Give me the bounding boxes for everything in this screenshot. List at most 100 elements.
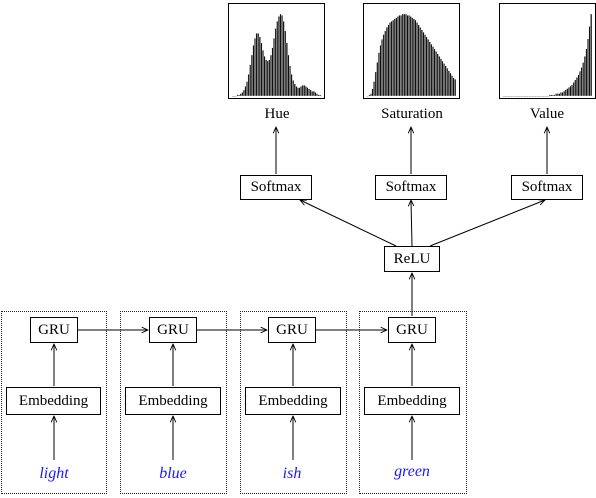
hist-value-bar-24 (539, 95, 542, 97)
hist-value-bar-16 (526, 95, 529, 97)
relu-node: ReLU (384, 246, 440, 272)
hist-hue-bar-19 (260, 42, 263, 97)
hist-saturation-bar-14 (387, 24, 390, 97)
hist-saturation-bar-6 (374, 71, 377, 97)
input-word-3: ish (282, 465, 302, 482)
hist-saturation-bar-48 (441, 60, 444, 97)
hist-saturation-bar-35 (420, 29, 423, 97)
hist-hue-bar-51 (311, 91, 314, 97)
hist-hue-bar-28 (274, 28, 277, 97)
hist-value-bar-9 (515, 95, 518, 97)
hist-hue-bar-2 (233, 95, 236, 97)
hist-value-bar-1 (502, 95, 505, 97)
hist-value-bar-14 (523, 95, 526, 97)
hist-value-bar-36 (558, 93, 561, 97)
hist-saturation-bar-23 (401, 13, 404, 97)
hist-saturation-bar-5 (373, 81, 376, 97)
hist-value-bar-15 (525, 95, 528, 97)
token-group-4 (359, 311, 467, 494)
hist-hue-bar-32 (281, 15, 284, 97)
hist-hue-bar-36 (287, 54, 290, 97)
hist-saturation-bar-55 (452, 77, 455, 97)
hist-saturation-bar-31 (414, 19, 417, 97)
hist-saturation-bar-44 (435, 51, 438, 97)
hist-saturation-bar-49 (443, 63, 446, 97)
hist-hue-bar-35 (285, 42, 288, 97)
softmax-node-hue: Softmax (240, 175, 312, 200)
hist-saturation-bar-38 (425, 36, 428, 97)
gru-node-2: GRU (149, 317, 197, 343)
hist-saturation-bar-20 (397, 16, 399, 97)
input-word-4: green (394, 463, 430, 480)
hist-hue-bar-25 (269, 54, 272, 97)
hist-saturation-bar-29 (411, 17, 414, 97)
hist-saturation-bar-25 (404, 13, 407, 97)
hist-saturation-bar-1 (366, 95, 369, 97)
hist-hue-bar-15 (254, 37, 257, 97)
hist-hue-bar-24 (268, 59, 271, 97)
hist-saturation-bar-7 (376, 62, 379, 97)
hist-value-bar-41 (566, 88, 569, 97)
hist-saturation-bar-26 (406, 15, 409, 97)
arrow-14 (411, 200, 412, 247)
hist-hue-bar-41 (295, 86, 298, 97)
histogram-hue (228, 3, 325, 99)
hist-hue-bar-39 (292, 80, 295, 97)
hist-value-bar-17 (528, 95, 531, 97)
hist-value-bar-52 (583, 56, 586, 97)
hist-saturation-bar-50 (444, 65, 447, 97)
hist-value-bar-22 (536, 95, 539, 97)
hist-value-bar-26 (542, 95, 545, 97)
hist-hue-bar-5 (238, 94, 241, 97)
softmax-node-saturation: Softmax (375, 175, 447, 200)
hist-saturation-bar-13 (385, 27, 388, 97)
hist-value-bar-21 (534, 95, 537, 97)
arrow-15 (429, 200, 545, 247)
hist-value-bar-31 (550, 94, 553, 97)
hist-value-bar-6 (510, 95, 513, 97)
hist-value-bar-12 (520, 95, 523, 97)
hist-saturation-bar-27 (408, 15, 411, 97)
hist-hue-bar-8 (242, 89, 245, 97)
hist-value-bar-20 (533, 95, 535, 97)
hist-saturation-bar-3 (370, 93, 372, 97)
hist-value-bar-19 (531, 95, 534, 97)
hist-saturation-bar-53 (449, 72, 452, 97)
hist-value-bar-34 (555, 93, 558, 97)
embedding-node-2: Embedding (125, 387, 221, 415)
gru-node-1: GRU (30, 317, 78, 343)
token-group-2 (120, 311, 227, 494)
hist-hue-bar-46 (303, 84, 306, 97)
hist-hue-bar-38 (290, 74, 293, 97)
hist-hue-bar-22 (265, 59, 268, 97)
hist-value-bar-38 (561, 92, 564, 97)
hist-value-bar-18 (529, 95, 532, 97)
hist-value-bar-40 (564, 89, 567, 97)
hist-saturation-bar-41 (430, 43, 433, 97)
hist-saturation-bar-37 (424, 34, 426, 97)
gru-node-3: GRU (268, 317, 316, 343)
input-word-2: blue (159, 465, 187, 482)
hist-value-bar-55 (588, 26, 591, 97)
arrow-13 (300, 200, 397, 247)
hist-saturation-bar-28 (409, 16, 412, 97)
hist-hue-bar-23 (266, 60, 269, 97)
hist-hue-bar-34 (284, 30, 287, 97)
hist-saturation-bar-18 (393, 18, 396, 97)
hist-value-bar-53 (585, 48, 588, 97)
hist-hue-bar-48 (306, 87, 309, 97)
hist-value-bar-39 (563, 90, 566, 97)
hist-value-bar-44 (571, 84, 574, 97)
hist-hue-bar-27 (273, 37, 276, 97)
hist-value-bar-8 (513, 95, 516, 97)
hist-value-bar-7 (512, 95, 515, 97)
histogram-value (499, 3, 596, 99)
hist-hue-bar-47 (304, 86, 307, 97)
input-word-1: light (39, 465, 69, 482)
hist-hue-bar-30 (277, 16, 280, 97)
hist-hue-bar-4 (236, 94, 239, 97)
hist-hue-bar-53 (314, 92, 317, 97)
hist-hue-bar-16 (255, 33, 258, 97)
hist-saturation-bar-56 (454, 78, 457, 97)
